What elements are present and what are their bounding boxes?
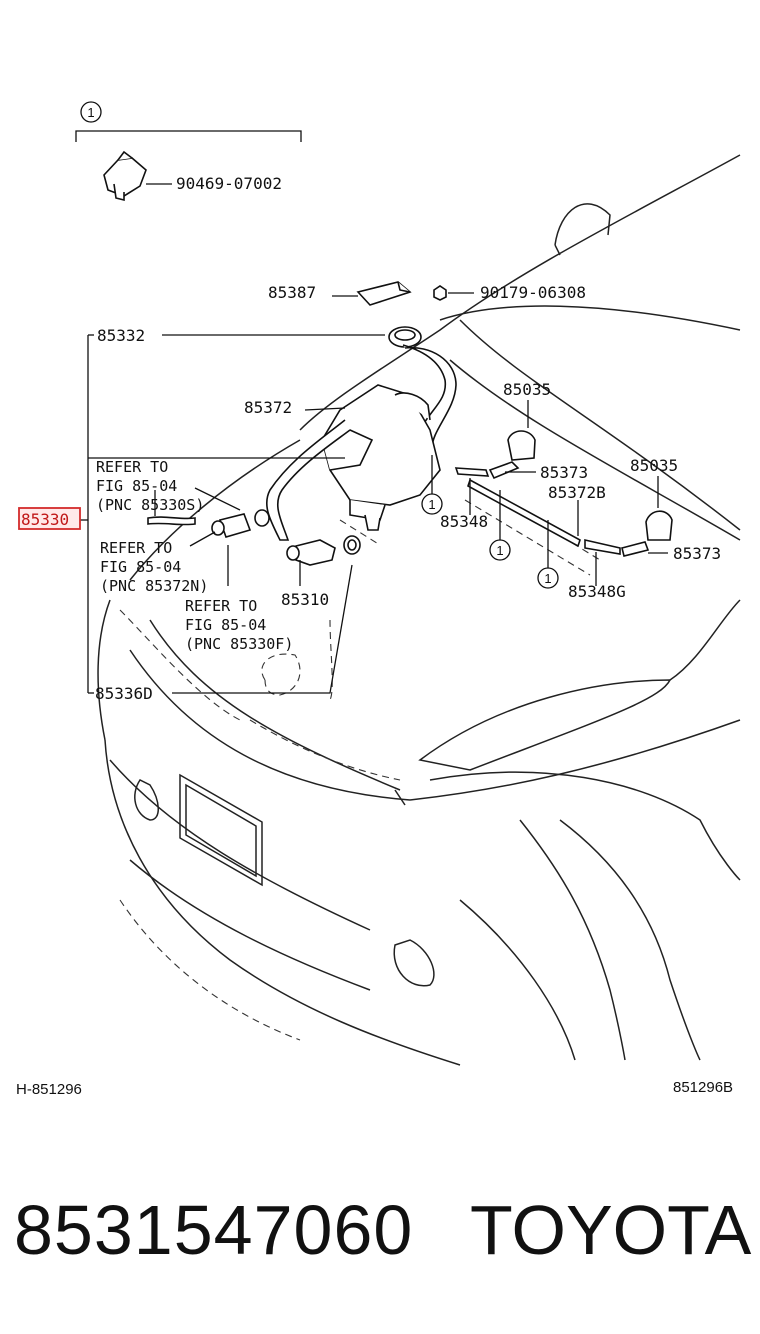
clip-part-icon: [103, 150, 147, 202]
callout-number-4: 1: [544, 571, 551, 586]
refer-3-line-1: REFER TO: [185, 597, 257, 615]
refer-2-line-2: FIG 85-04: [100, 558, 181, 576]
callout-number-3: 1: [496, 543, 503, 558]
footer-left-code: H-851296: [16, 1081, 82, 1098]
refer-note-3: REFER TO FIG 85-04 (PNC 85330F): [185, 597, 293, 653]
label-85348: 85348: [440, 512, 488, 531]
label-85330[interactable]: 85330: [21, 510, 69, 529]
label-85348g: 85348G: [568, 582, 626, 601]
hose-85372b: 85372B 85373 85348G: [467, 478, 721, 601]
refer-3-line-2: FIG 85-04: [185, 616, 266, 634]
refer-2-line-3: (PNC 85372N): [100, 577, 208, 595]
caption-brand: TOYOTA: [470, 1191, 752, 1269]
callout-circle-top: [80, 101, 102, 123]
callout-number-2: 1: [428, 497, 435, 512]
footer-right-code: 851296B: [673, 1079, 733, 1096]
refer-2-line-1: REFER TO: [100, 539, 172, 557]
label-85372b: 85372B: [548, 483, 606, 502]
assembly-label-highlighted[interactable]: 85330: [18, 507, 81, 530]
label-85373-a: 85373: [540, 463, 588, 482]
nozzle-85035-b: 85035: [630, 456, 678, 541]
refer-3-line-3: (PNC 85330F): [185, 635, 293, 653]
caption-part-number: 8531547060: [14, 1191, 414, 1269]
refer-note-1: REFER TO FIG 85-04 (PNC 85330S): [96, 458, 204, 514]
refer-1-line-3: (PNC 85330S): [96, 496, 204, 514]
label-85373-b: 85373: [673, 544, 721, 563]
label-clip-part: 90469-07002: [176, 174, 282, 193]
refer-note-2: REFER TO FIG 85-04 (PNC 85372N): [100, 539, 208, 595]
label-85035-a: 85035: [503, 380, 551, 399]
bracket-85387: 85387: [268, 281, 412, 306]
callout-detail-group: 1 90469-07002: [75, 101, 302, 202]
washer-tank-icon: [147, 326, 457, 566]
hose-85373-a: 85373: [454, 461, 588, 482]
label-85336d: 85336D: [95, 684, 153, 703]
callout-circles: 1 1 1: [421, 455, 559, 589]
label-85310: 85310: [281, 590, 329, 609]
assembly-bracket-lines: [80, 334, 385, 694]
label-85387: 85387: [268, 283, 316, 302]
nut-90179: 90179-06308: [433, 283, 586, 302]
label-85332: 85332: [97, 326, 145, 345]
car-body-outline: [97, 154, 741, 1066]
refer-1-line-1: REFER TO: [96, 458, 168, 476]
refer-1-line-2: FIG 85-04: [96, 477, 177, 495]
label-nut-part: 90179-06308: [480, 283, 586, 302]
joint-85348: 85348: [440, 478, 488, 531]
label-85035-b: 85035: [630, 456, 678, 475]
nozzle-85035-a: 85035: [503, 380, 551, 461]
label-85372: 85372: [244, 398, 292, 417]
callout-number-top: 1: [87, 105, 94, 120]
